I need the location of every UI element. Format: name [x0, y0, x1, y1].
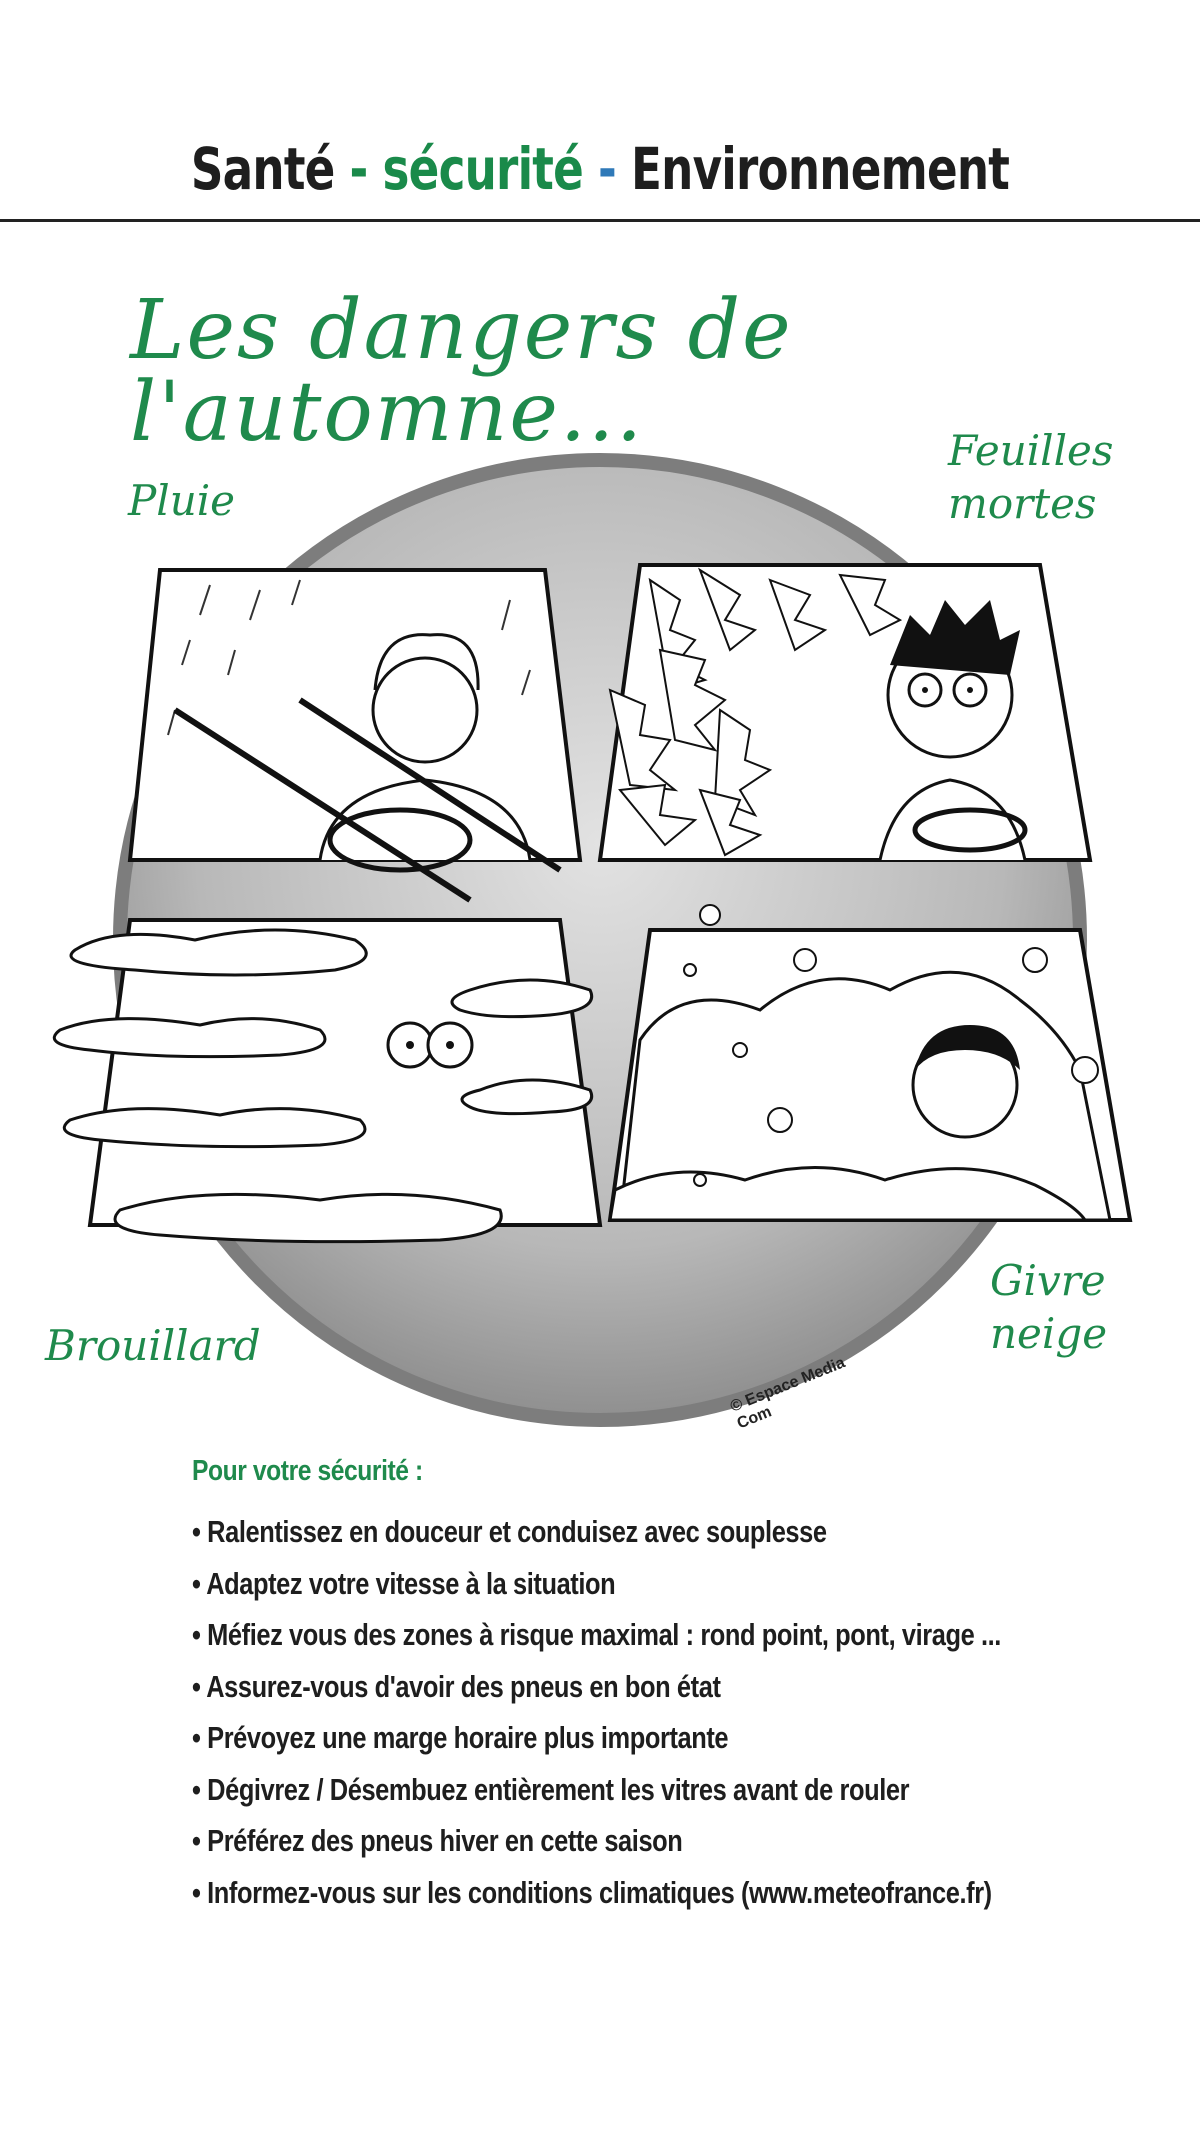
poster-title: Les dangers de l'automne...: [130, 283, 793, 460]
header-word-environnement: Environnement: [631, 135, 1010, 203]
tip-item: Assurez-vous d'avoir des pneus en bon ét…: [192, 1661, 914, 1713]
tip-item: Prévoyez une marge horaire plus importan…: [192, 1712, 914, 1764]
label-rain: Pluie: [128, 476, 236, 525]
panel-frost: [607, 904, 1133, 1222]
header-band: Santé - sécurité - Environnement: [0, 0, 1200, 222]
tip-item: Méfiez vous des zones à risque maximal :…: [192, 1609, 1001, 1661]
panel-rain: [127, 568, 583, 903]
panel-fog: [52, 918, 603, 1244]
safety-tips: Pour votre sécurité : Ralentissez en dou…: [192, 1455, 1072, 1918]
tips-list: Ralentissez en douceur et conduisez avec…: [192, 1506, 1072, 1918]
header-separator-2: -: [598, 135, 617, 203]
label-fog: Brouillard: [45, 1321, 261, 1370]
header-word-sante: Santé: [190, 135, 336, 203]
tip-item: Ralentissez en douceur et conduisez avec…: [192, 1506, 914, 1558]
tip-item: Préférez des pneus hiver en cette saison: [192, 1815, 914, 1867]
label-frost: Givre neige: [990, 1256, 1108, 1358]
header-separator-1: -: [349, 135, 369, 203]
tips-heading: Pour votre sécurité :: [192, 1455, 423, 1487]
label-leaves: Feuilles mortes: [948, 426, 1114, 528]
tip-item: Informez-vous sur les conditions climati…: [192, 1867, 992, 1919]
panel-leaves: [597, 563, 1093, 862]
header-title: Santé - sécurité - Environnement: [132, 140, 1068, 198]
tip-item: Dégivrez / Désembuez entièrement les vit…: [192, 1764, 914, 1816]
illustration: [52, 453, 1133, 1427]
tip-item: Adaptez votre vitesse à la situation: [192, 1558, 914, 1610]
header-word-securite: sécurité: [382, 135, 584, 203]
